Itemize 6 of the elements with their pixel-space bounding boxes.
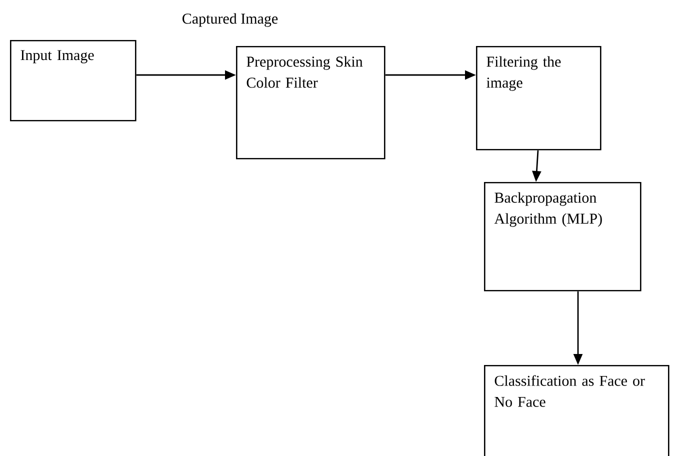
process-box: Backpropagation Algorithm (MLP) xyxy=(484,182,642,292)
process-box: Preprocessing Skin Color Filter xyxy=(236,46,386,160)
process-box: Filtering the image xyxy=(476,46,602,150)
process-box: Input Image xyxy=(10,40,136,122)
edge-label: Captured Image xyxy=(182,13,278,27)
process-box: Classification as Face or No Face xyxy=(484,365,670,456)
